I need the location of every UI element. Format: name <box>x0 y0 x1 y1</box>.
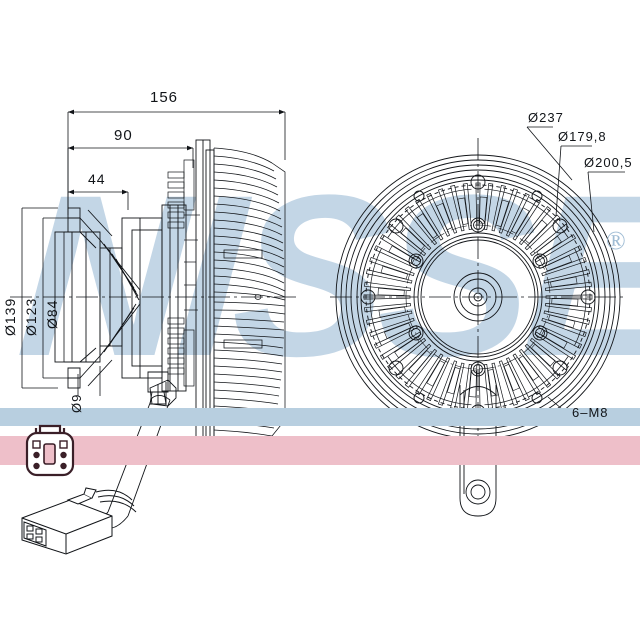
hub-circle-1 <box>413 232 543 362</box>
outer-rim-2 <box>340 159 616 435</box>
outer-holes <box>360 174 596 420</box>
hub-boss-3 <box>468 287 488 307</box>
hub-center <box>473 292 483 302</box>
color-band-blue <box>0 408 640 426</box>
dim-line-44 <box>67 189 129 215</box>
radial-fins <box>363 182 593 412</box>
hub-circle-2 <box>417 236 539 358</box>
hub-circle-3 <box>420 239 536 355</box>
dim-label-44: 44 <box>88 171 106 187</box>
callout-label-6-m8: 6–M8 <box>572 405 609 420</box>
dim-label-dia-84: Ø84 <box>44 299 60 329</box>
dim-label-dia-237: Ø237 <box>528 110 564 125</box>
watermark-nissens: NISSENS <box>12 147 640 404</box>
dim-label-dia-200-5: Ø200,5 <box>584 155 633 170</box>
dim-label-dia-139: Ø139 <box>2 297 18 336</box>
dim-label-90: 90 <box>114 127 133 144</box>
clutch-housing <box>121 204 187 392</box>
dim-label-dia-179-8: Ø179,8 <box>558 129 607 144</box>
bolt-holes <box>405 217 551 377</box>
outer-rim-3 <box>345 164 611 430</box>
color-band-pink <box>0 436 640 465</box>
front-elevation-view <box>330 126 625 517</box>
dim-label-dia-9: Ø9 <box>69 393 84 413</box>
hub-boss-1 <box>453 272 503 322</box>
fan-blade-stack <box>213 147 286 445</box>
hub-boss-2 <box>459 278 497 316</box>
svg-text:NISSENS: NISSENS <box>12 147 640 404</box>
dim-label-156: 156 <box>150 89 179 106</box>
connector-plug-3d <box>21 487 137 555</box>
dim-label-dia-123: Ø123 <box>23 297 39 336</box>
dim-leaders-right <box>526 126 625 417</box>
registered-trademark-icon: ® <box>606 226 626 255</box>
hub-body <box>54 231 123 363</box>
